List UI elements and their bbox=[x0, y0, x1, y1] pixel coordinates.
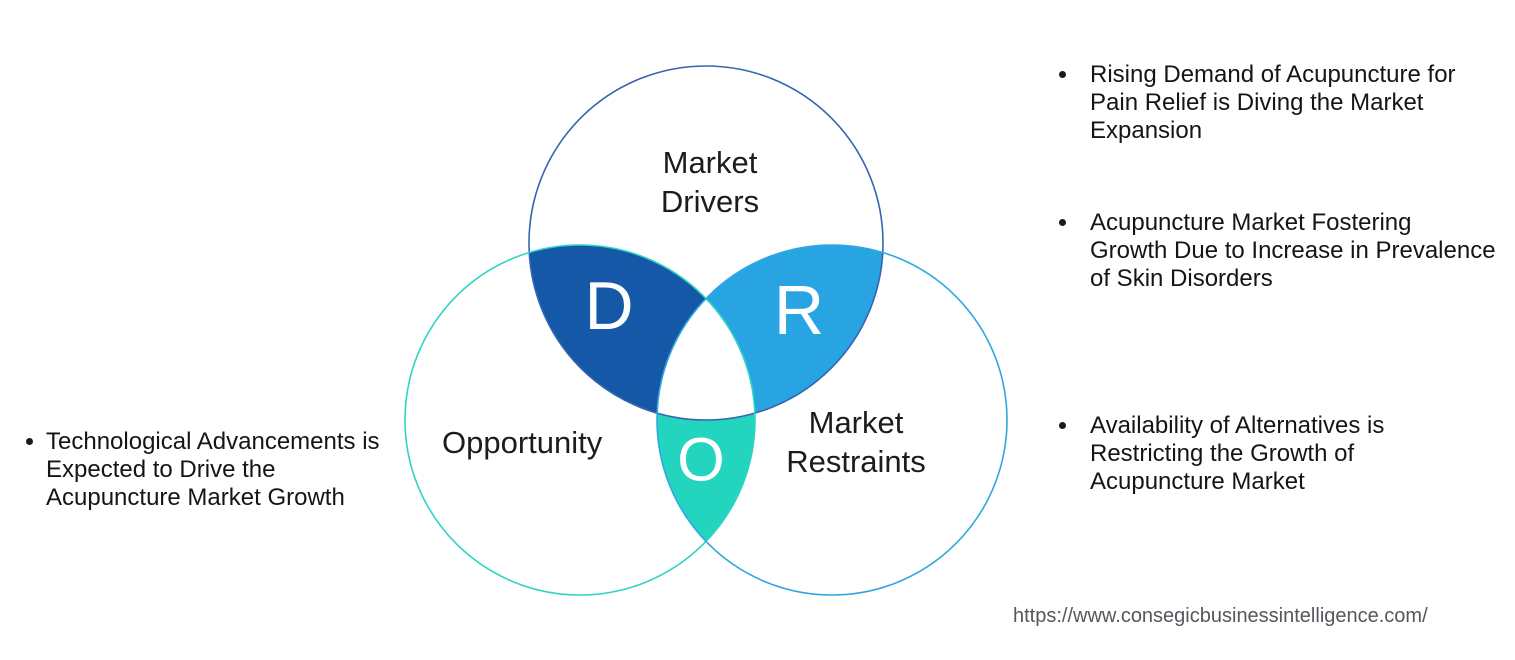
source-url: https://www.consegicbusinessintelligence… bbox=[1013, 605, 1428, 627]
opportunity-letter: O bbox=[677, 425, 725, 494]
bullet-dot-icon bbox=[26, 438, 33, 445]
drivers-letter: D bbox=[584, 268, 634, 344]
driver-bullet-1: Rising Demand of Acupuncture for Pain Re… bbox=[1059, 61, 1456, 145]
bullet-dot-icon bbox=[1059, 422, 1066, 429]
driver-bullet-2-text: Acupuncture Market Fostering Growth Due … bbox=[1090, 209, 1496, 292]
restraint-bullet: Availability of Alternatives is Restrict… bbox=[1059, 412, 1384, 496]
opportunity-circle bbox=[404, 244, 756, 596]
bullet-dot-icon bbox=[1059, 71, 1066, 78]
drivers-circle bbox=[528, 65, 884, 421]
opportunity-bullet: Technological Advancements is Expected t… bbox=[26, 428, 380, 512]
restraint-bullet-text: Availability of Alternatives is Restrict… bbox=[1090, 412, 1385, 495]
restraints-label: Market Restraints bbox=[786, 405, 926, 479]
drivers-restraints-overlap bbox=[657, 245, 883, 420]
bullet-dot-icon bbox=[1059, 219, 1066, 226]
restraints-circle bbox=[656, 244, 1008, 596]
drivers-opportunity-overlap bbox=[529, 245, 755, 420]
drivers-label: Market Drivers bbox=[660, 145, 760, 219]
opportunity-label: Opportunity bbox=[442, 425, 603, 460]
opportunity-bullet-text: Technological Advancements is Expected t… bbox=[46, 428, 380, 511]
restraints-letter: R bbox=[773, 271, 825, 349]
driver-bullet-1-text: Rising Demand of Acupuncture for Pain Re… bbox=[1090, 61, 1456, 144]
driver-bullet-2: Acupuncture Market Fostering Growth Due … bbox=[1059, 209, 1496, 293]
